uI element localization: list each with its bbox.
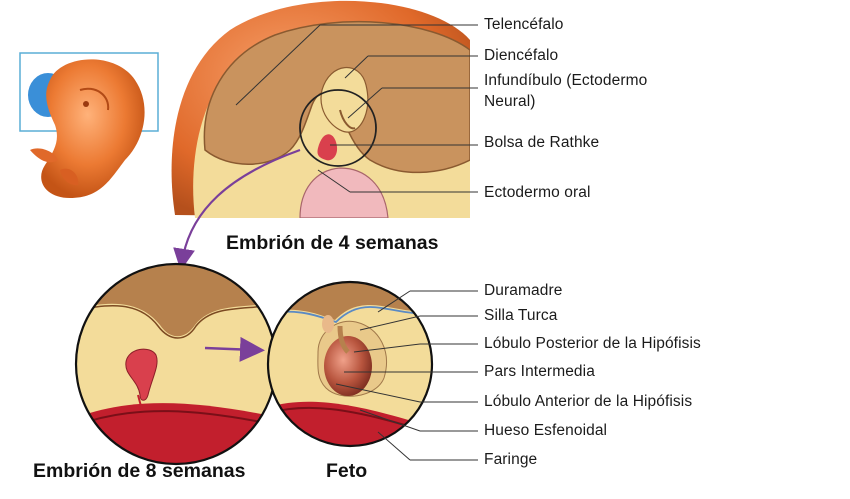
leader-infundibulo-a <box>347 87 383 119</box>
magnifier-circle <box>299 89 377 167</box>
stalk-bulb <box>322 315 334 333</box>
leader-ectodermo-a <box>317 169 351 193</box>
brain-edge-8 <box>76 301 276 339</box>
label-telencefalo: Telencéfalo <box>484 16 564 33</box>
diencephalon <box>320 67 369 133</box>
label-bolsa-rathke: Bolsa de Rathke <box>484 134 600 151</box>
infundibulum <box>339 109 356 130</box>
embryo-4-weeks-section <box>171 0 470 218</box>
leader-faringe-a <box>377 431 411 461</box>
caption-feto: Feto <box>326 460 368 482</box>
label-diencefalo: Diencéfalo <box>484 47 559 64</box>
feto-section <box>266 280 434 448</box>
embryo-limb <box>30 148 58 163</box>
embryo-crease <box>79 87 110 111</box>
label-ectodermo-oral: Ectodermo oral <box>484 184 591 201</box>
label-infundibulo-line2: Neural) <box>484 93 536 110</box>
label-silla-turca: Silla Turca <box>484 307 558 324</box>
leader-anterior-a <box>335 383 421 403</box>
top-leader-lines <box>235 24 478 193</box>
rathke-pouch <box>317 134 338 161</box>
embryo-limb-2 <box>60 168 79 186</box>
pouch-stalk-8 <box>137 394 143 411</box>
bottom-leader-lines <box>335 290 478 461</box>
label-lobulo-anterior: Lóbulo Anterior de la Hipófisis <box>484 393 693 410</box>
label-hueso-esfenoidal: Hueso Esfenoidal <box>484 422 608 439</box>
label-pars-intermedia: Pars Intermedia <box>484 363 595 380</box>
embryo-8-weeks-section <box>74 262 278 466</box>
embryo-thumbnail <box>19 52 159 198</box>
leader-posterior-a <box>353 343 421 353</box>
circle-feto <box>266 280 434 448</box>
leader-hueso-a <box>359 409 421 432</box>
oral-cavity <box>299 167 389 218</box>
leader-duramadre-a <box>377 290 411 313</box>
label-faringe: Faringe <box>484 451 538 468</box>
label-lobulo-posterior: Lóbulo Posterior de la Hipófisis <box>484 335 701 352</box>
rathke-pouch-8 <box>125 348 158 401</box>
caption-embrion-8-semanas: Embrión de 8 semanas <box>33 460 246 482</box>
embryo-body <box>41 59 145 198</box>
arrow-4-to-8-weeks <box>173 148 301 271</box>
leader-silla-a <box>359 315 421 331</box>
arrow-8-to-feto <box>204 336 265 362</box>
caption-embrion-4-semanas: Embrión de 4 semanas <box>226 232 439 254</box>
embryo-eye <box>83 101 89 107</box>
label-infundibulo-line1: Infundíbulo (Ectodermo <box>484 72 648 89</box>
pituitary-stalk <box>337 325 350 354</box>
label-duramadre: Duramadre <box>484 282 563 299</box>
dura-feto <box>268 306 432 324</box>
leader-diencefalo-a <box>344 55 369 79</box>
leader-telencefalo-a <box>235 24 321 106</box>
